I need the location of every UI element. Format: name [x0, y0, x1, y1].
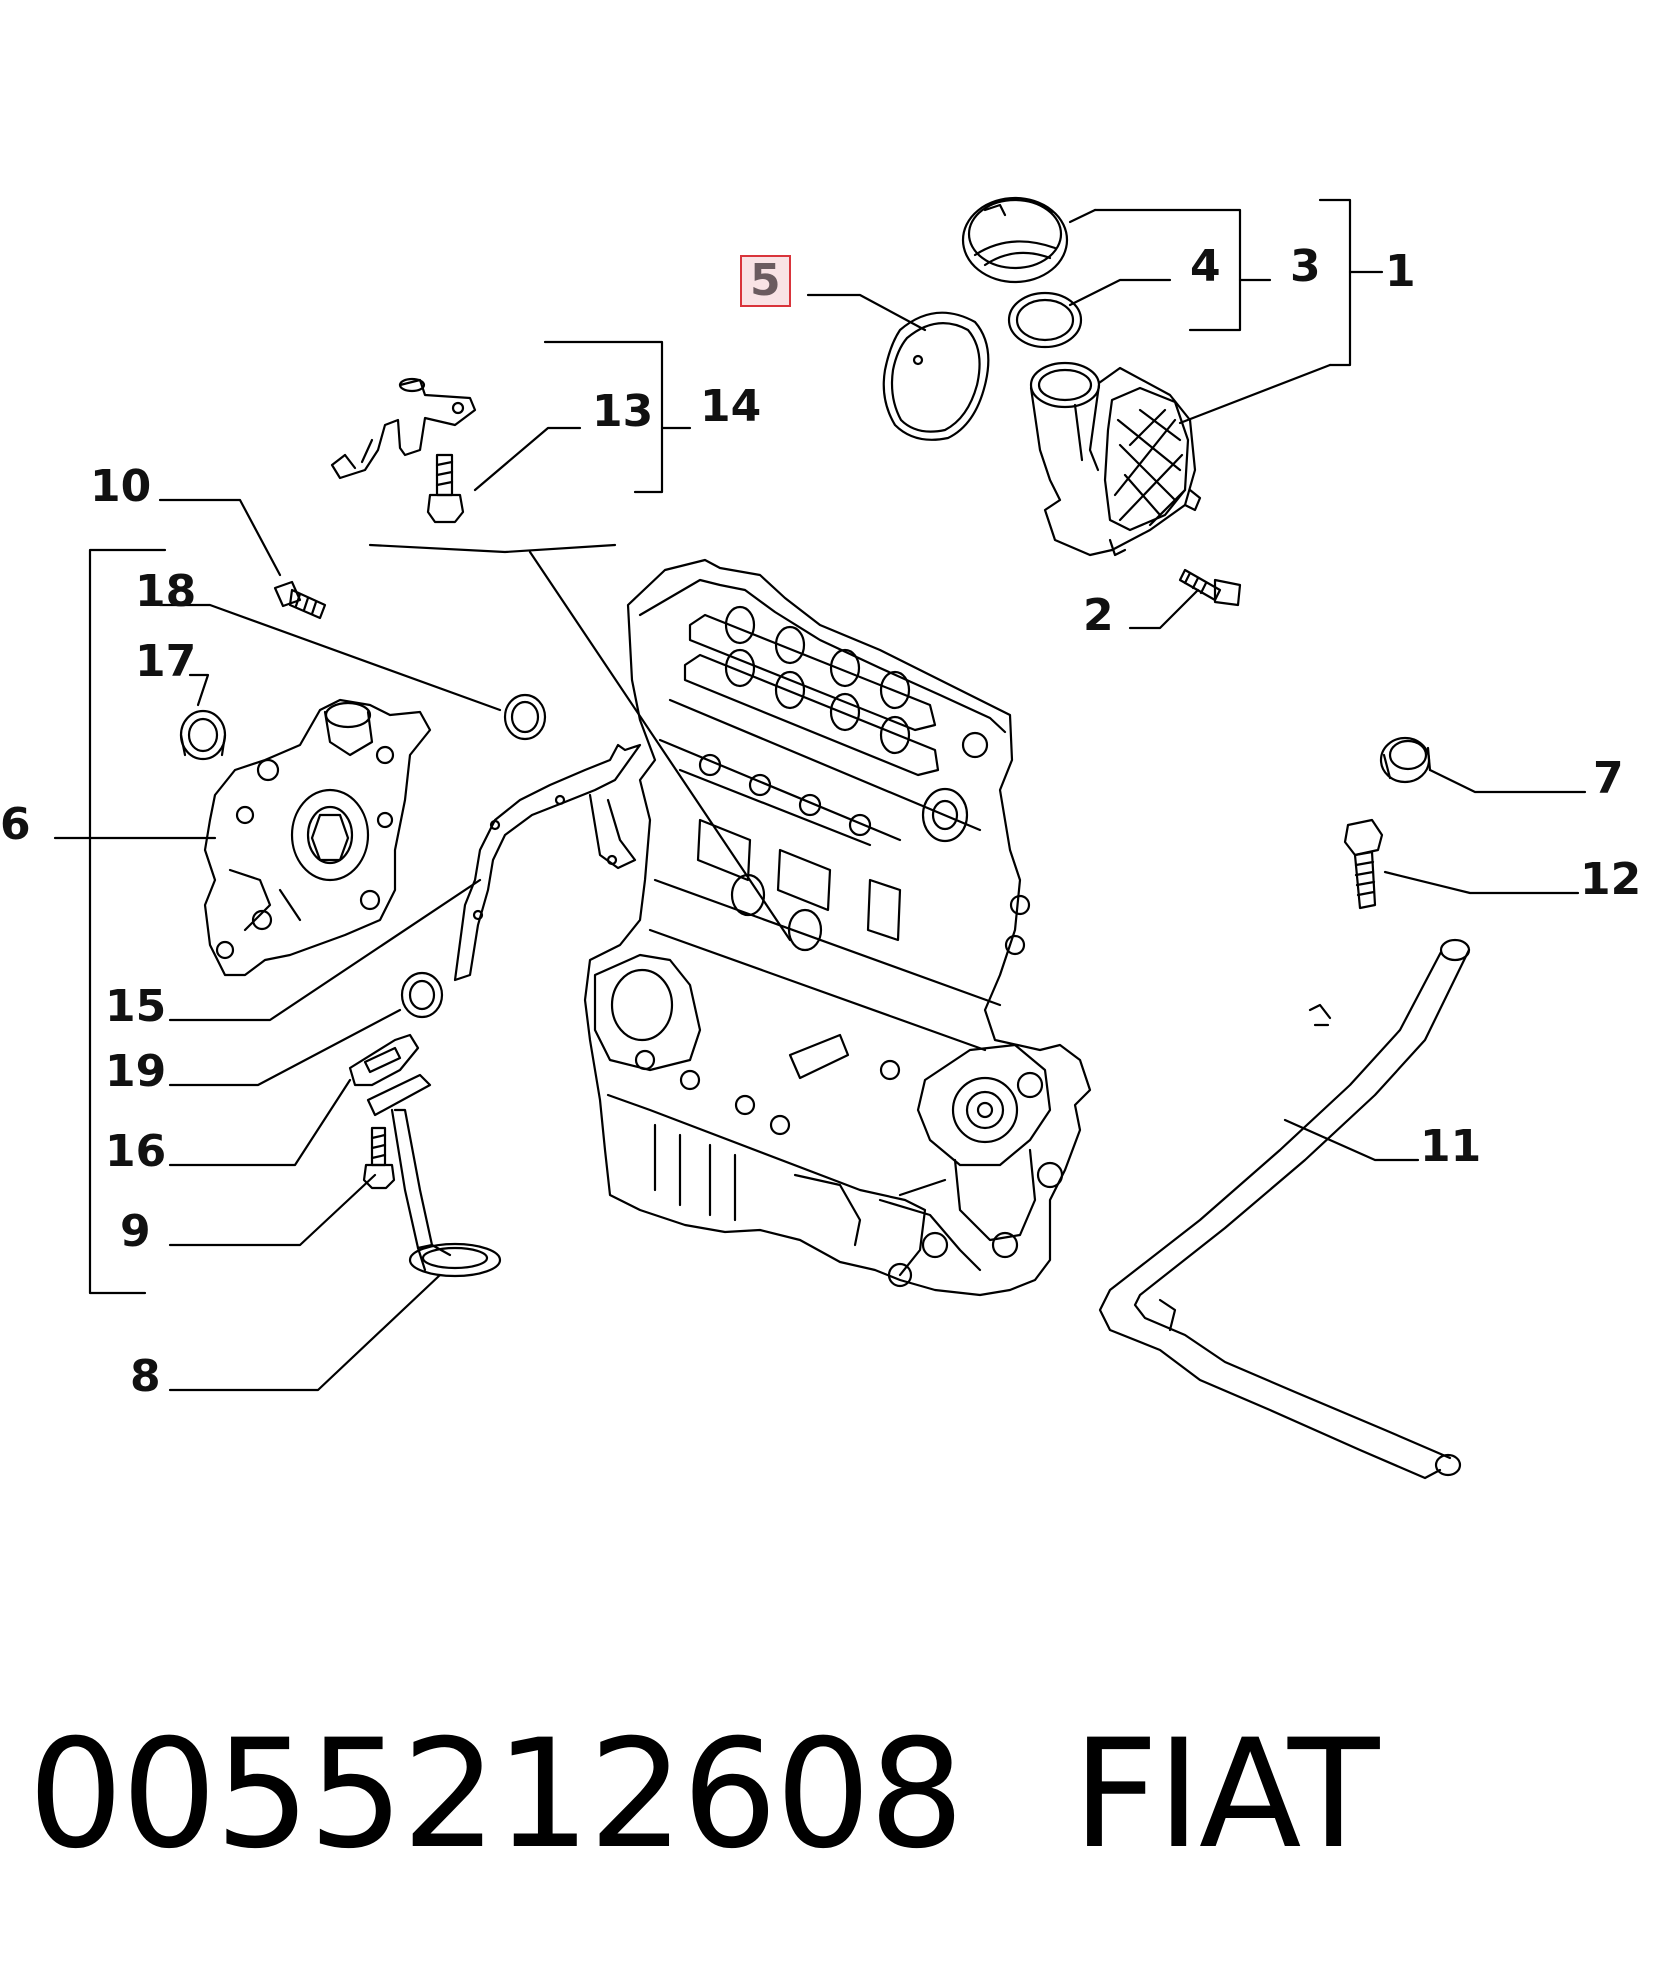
callout-15: 15 [105, 981, 167, 1032]
callout-12: 12 [1580, 854, 1642, 905]
cap-seal-ring [1007, 291, 1083, 349]
leader-lines [53, 198, 1587, 1392]
bolt-10 [273, 580, 327, 620]
callout-17: 17 [135, 636, 197, 687]
bolt-9 [362, 1126, 396, 1190]
callout-6: 6 [0, 799, 31, 850]
seal-ring-18 [503, 693, 547, 741]
callout-2: 2 [1083, 590, 1114, 641]
callout-19: 19 [105, 1046, 167, 1097]
pickup-gasket-16 [348, 1033, 420, 1087]
callout-18: 18 [135, 566, 197, 617]
engine-block [583, 558, 1092, 1297]
oil-pump-cover [203, 698, 432, 977]
callout-7: 7 [1593, 753, 1624, 804]
breather-bracket [330, 377, 477, 480]
callout-11: 11 [1420, 1121, 1482, 1172]
bolt-2 [1178, 568, 1242, 607]
cover-gasket-15 [453, 743, 642, 982]
bolt-13 [426, 453, 465, 524]
filler-gasket [882, 311, 990, 441]
plug-7 [1379, 736, 1432, 784]
brand-name: FIAT [1072, 1708, 1379, 1882]
part-number-footer: 0055212608 FIAT [28, 1708, 1379, 1882]
callout-8: 8 [130, 1351, 161, 1402]
callout-16: 16 [105, 1126, 167, 1177]
callout-4: 4 [1190, 241, 1221, 292]
callout-1: 1 [1385, 246, 1416, 297]
part-number: 0055212608 [28, 1708, 964, 1882]
oil-pickup-8 [366, 1073, 502, 1278]
callout-10: 10 [90, 461, 152, 512]
seal-ring-19 [400, 971, 444, 1019]
callout-9: 9 [120, 1206, 151, 1257]
bolt-12 [1343, 818, 1384, 910]
dipstick-tube-11 [1098, 938, 1471, 1480]
callout-14: 14 [700, 381, 762, 432]
callout-3: 3 [1290, 241, 1321, 292]
filler-neck-housing [1029, 361, 1202, 557]
callout-13: 13 [592, 386, 654, 437]
crank-seal-17 [179, 709, 227, 761]
callout-5-highlighted[interactable]: 5 [740, 255, 791, 307]
oil-filler-cap [961, 196, 1069, 284]
